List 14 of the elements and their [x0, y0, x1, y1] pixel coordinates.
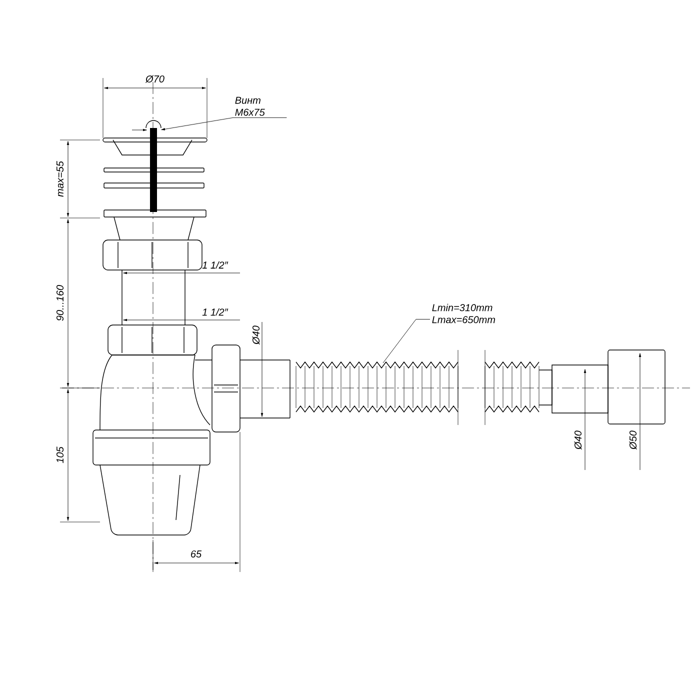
dimension-label: 1 1/2″: [202, 308, 228, 316]
dimension-label: Ø50: [629, 430, 637, 450]
dimension-label: 65: [191, 550, 202, 558]
callout-text: Lmin=310mm Lmax=650mm: [432, 304, 496, 324]
dimension-label: 1 1/2″: [202, 261, 228, 269]
dimension-label: Ø70: [145, 75, 164, 83]
dimension-label: Ø40: [574, 430, 582, 450]
dimension-label: max=55: [56, 161, 64, 197]
callout-text: Винт M6x75: [235, 96, 265, 116]
dimension-label: Ø40: [252, 326, 260, 345]
dimension-label: 90...160: [56, 285, 64, 321]
leader-line: [161, 117, 287, 130]
leader-line: [382, 319, 430, 364]
dimension-label: 105: [56, 446, 64, 464]
